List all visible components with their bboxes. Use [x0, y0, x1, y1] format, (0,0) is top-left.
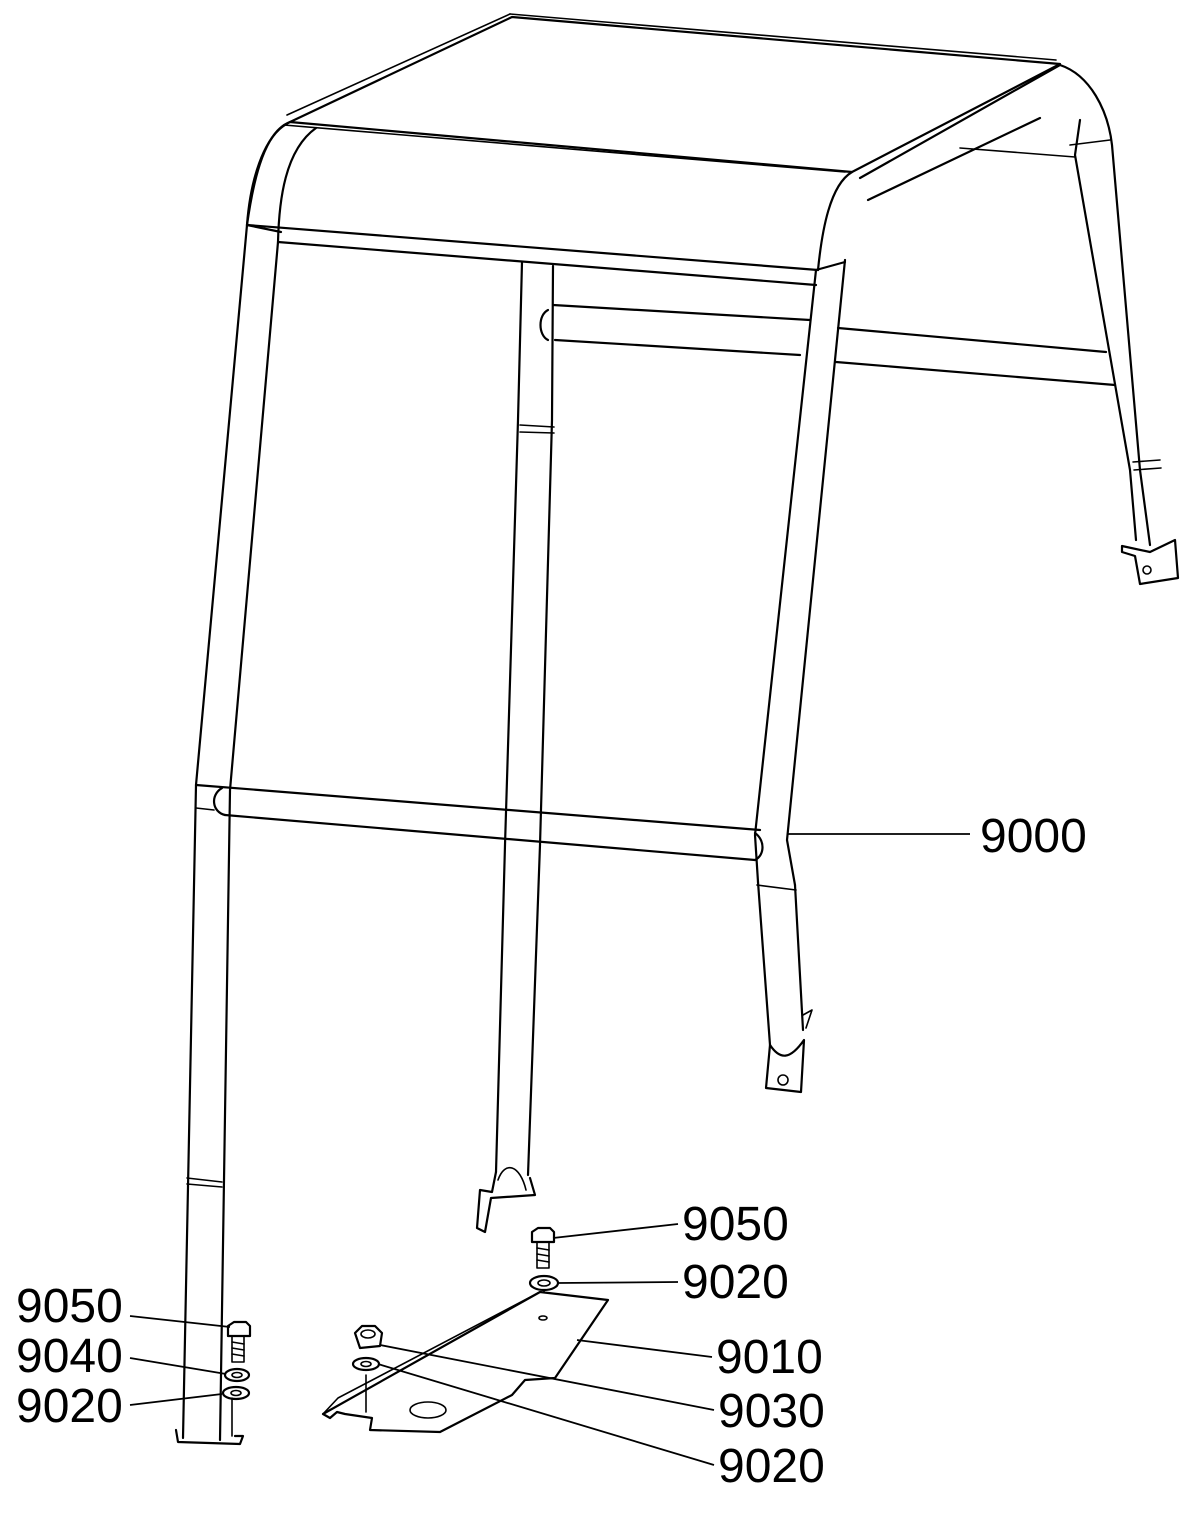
callout-9020-left: 9020 — [16, 1380, 123, 1433]
callout-9000: 9000 — [980, 810, 1087, 863]
front-right-tube — [753, 258, 847, 1094]
callout-9040-left: 9040 — [16, 1330, 123, 1383]
mid-hardware — [528, 1226, 560, 1319]
callout-9010: 9010 — [716, 1331, 823, 1384]
callout-9050-left: 9050 — [16, 1280, 123, 1333]
callout-labels: 9000 9050 9020 9010 9030 9020 9050 9040 … — [16, 810, 1087, 1493]
callout-9050-mid: 9050 — [682, 1198, 789, 1251]
upper-cross-tube — [539, 303, 1117, 387]
lower-cross-tube — [194, 783, 764, 862]
front-left-tube — [174, 120, 818, 1446]
left-hardware — [221, 1320, 252, 1437]
plate-nut-washer — [351, 1324, 384, 1372]
center-rear-tube — [475, 260, 555, 1234]
roof-panel — [245, 13, 1062, 272]
callout-9030: 9030 — [718, 1385, 825, 1438]
rear-arch-tube — [858, 63, 1180, 586]
callout-9020-mid: 9020 — [682, 1256, 789, 1309]
leader-lines — [129, 833, 970, 1466]
callout-9020-lower: 9020 — [718, 1440, 825, 1493]
